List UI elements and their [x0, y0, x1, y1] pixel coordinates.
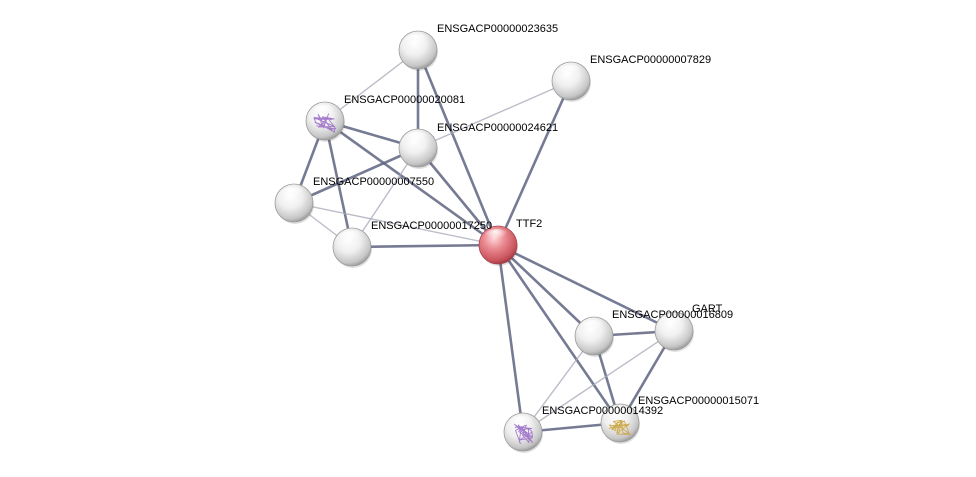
- edge-ensgacp00000023635-ensgacp00000020081[interactable]: [324, 49, 419, 122]
- node-label-ensgacp00000015071: ENSGACP00000015071: [638, 395, 759, 407]
- node-label-ensgacp00000023635: ENSGACP00000023635: [437, 23, 558, 35]
- node-ensgacp00000016809[interactable]: [574, 316, 614, 357]
- node-label-ensgacp00000014392: ENSGACP00000014392: [542, 405, 663, 417]
- edge-ttf2-gart[interactable]: [496, 243, 676, 333]
- node-label-gart: GART: [692, 303, 723, 315]
- edge-ensgacp00000016809-ensgacp00000014392[interactable]: [522, 335, 595, 433]
- edge-ensgacp00000023635-ttf2[interactable]: [416, 48, 500, 247]
- edge-ttf2-ensgacp00000014392[interactable]: [496, 243, 525, 434]
- node-ensgacp00000007829[interactable]: [551, 61, 591, 102]
- node-label-ensgacp00000024621: ENSGACP00000024621: [437, 122, 558, 134]
- protein-structure-icon: [313, 113, 337, 133]
- node-ensgacp00000017250[interactable]: [332, 227, 372, 268]
- nodes-layer: [274, 30, 694, 453]
- node-label-ttf2: TTF2: [516, 218, 542, 230]
- node-ensgacp00000020081[interactable]: [305, 101, 345, 142]
- edge-ensgacp00000017250-ttf2[interactable]: [350, 243, 500, 249]
- edge-ttf2-ensgacp00000016809[interactable]: [496, 243, 596, 338]
- protein-structure-icon: [608, 420, 631, 435]
- edge-ensgacp00000024621-ttf2[interactable]: [416, 146, 500, 247]
- edge-gart-ensgacp00000014392[interactable]: [522, 330, 675, 433]
- node-ensgacp00000023635[interactable]: [398, 30, 438, 71]
- node-label-ensgacp00000017250: ENSGACP00000017250: [371, 220, 492, 232]
- edge-ensgacp00000020081-ttf2[interactable]: [323, 119, 500, 247]
- node-ensgacp00000024621[interactable]: [398, 128, 438, 169]
- node-ensgacp00000014392[interactable]: [503, 412, 543, 453]
- node-ensgacp00000015071[interactable]: [600, 403, 640, 444]
- labels-layer: ENSGACP00000023635ENSGACP00000007829ENSG…: [313, 23, 759, 417]
- node-label-ensgacp00000007829: ENSGACP00000007829: [590, 54, 711, 66]
- edge-ttf2-ensgacp00000015071[interactable]: [496, 243, 622, 425]
- node-gart[interactable]: [654, 311, 694, 352]
- edge-ensgacp00000007550-ttf2[interactable]: [293, 202, 499, 246]
- edge-ensgacp00000007829-ensgacp00000024621[interactable]: [417, 80, 572, 149]
- node-ttf2[interactable]: [478, 225, 518, 266]
- node-label-ensgacp00000020081: ENSGACP00000020081: [344, 94, 465, 106]
- node-label-ensgacp00000016809: ENSGACP00000016809: [612, 309, 733, 321]
- node-ensgacp00000007550[interactable]: [274, 183, 314, 224]
- edge-ensgacp00000024621-ensgacp00000007550[interactable]: [292, 146, 420, 205]
- edge-ensgacp00000024621-ensgacp00000017250[interactable]: [351, 147, 419, 248]
- edge-ensgacp00000007829-ttf2[interactable]: [496, 79, 573, 247]
- node-label-ensgacp00000007550: ENSGACP00000007550: [313, 176, 434, 188]
